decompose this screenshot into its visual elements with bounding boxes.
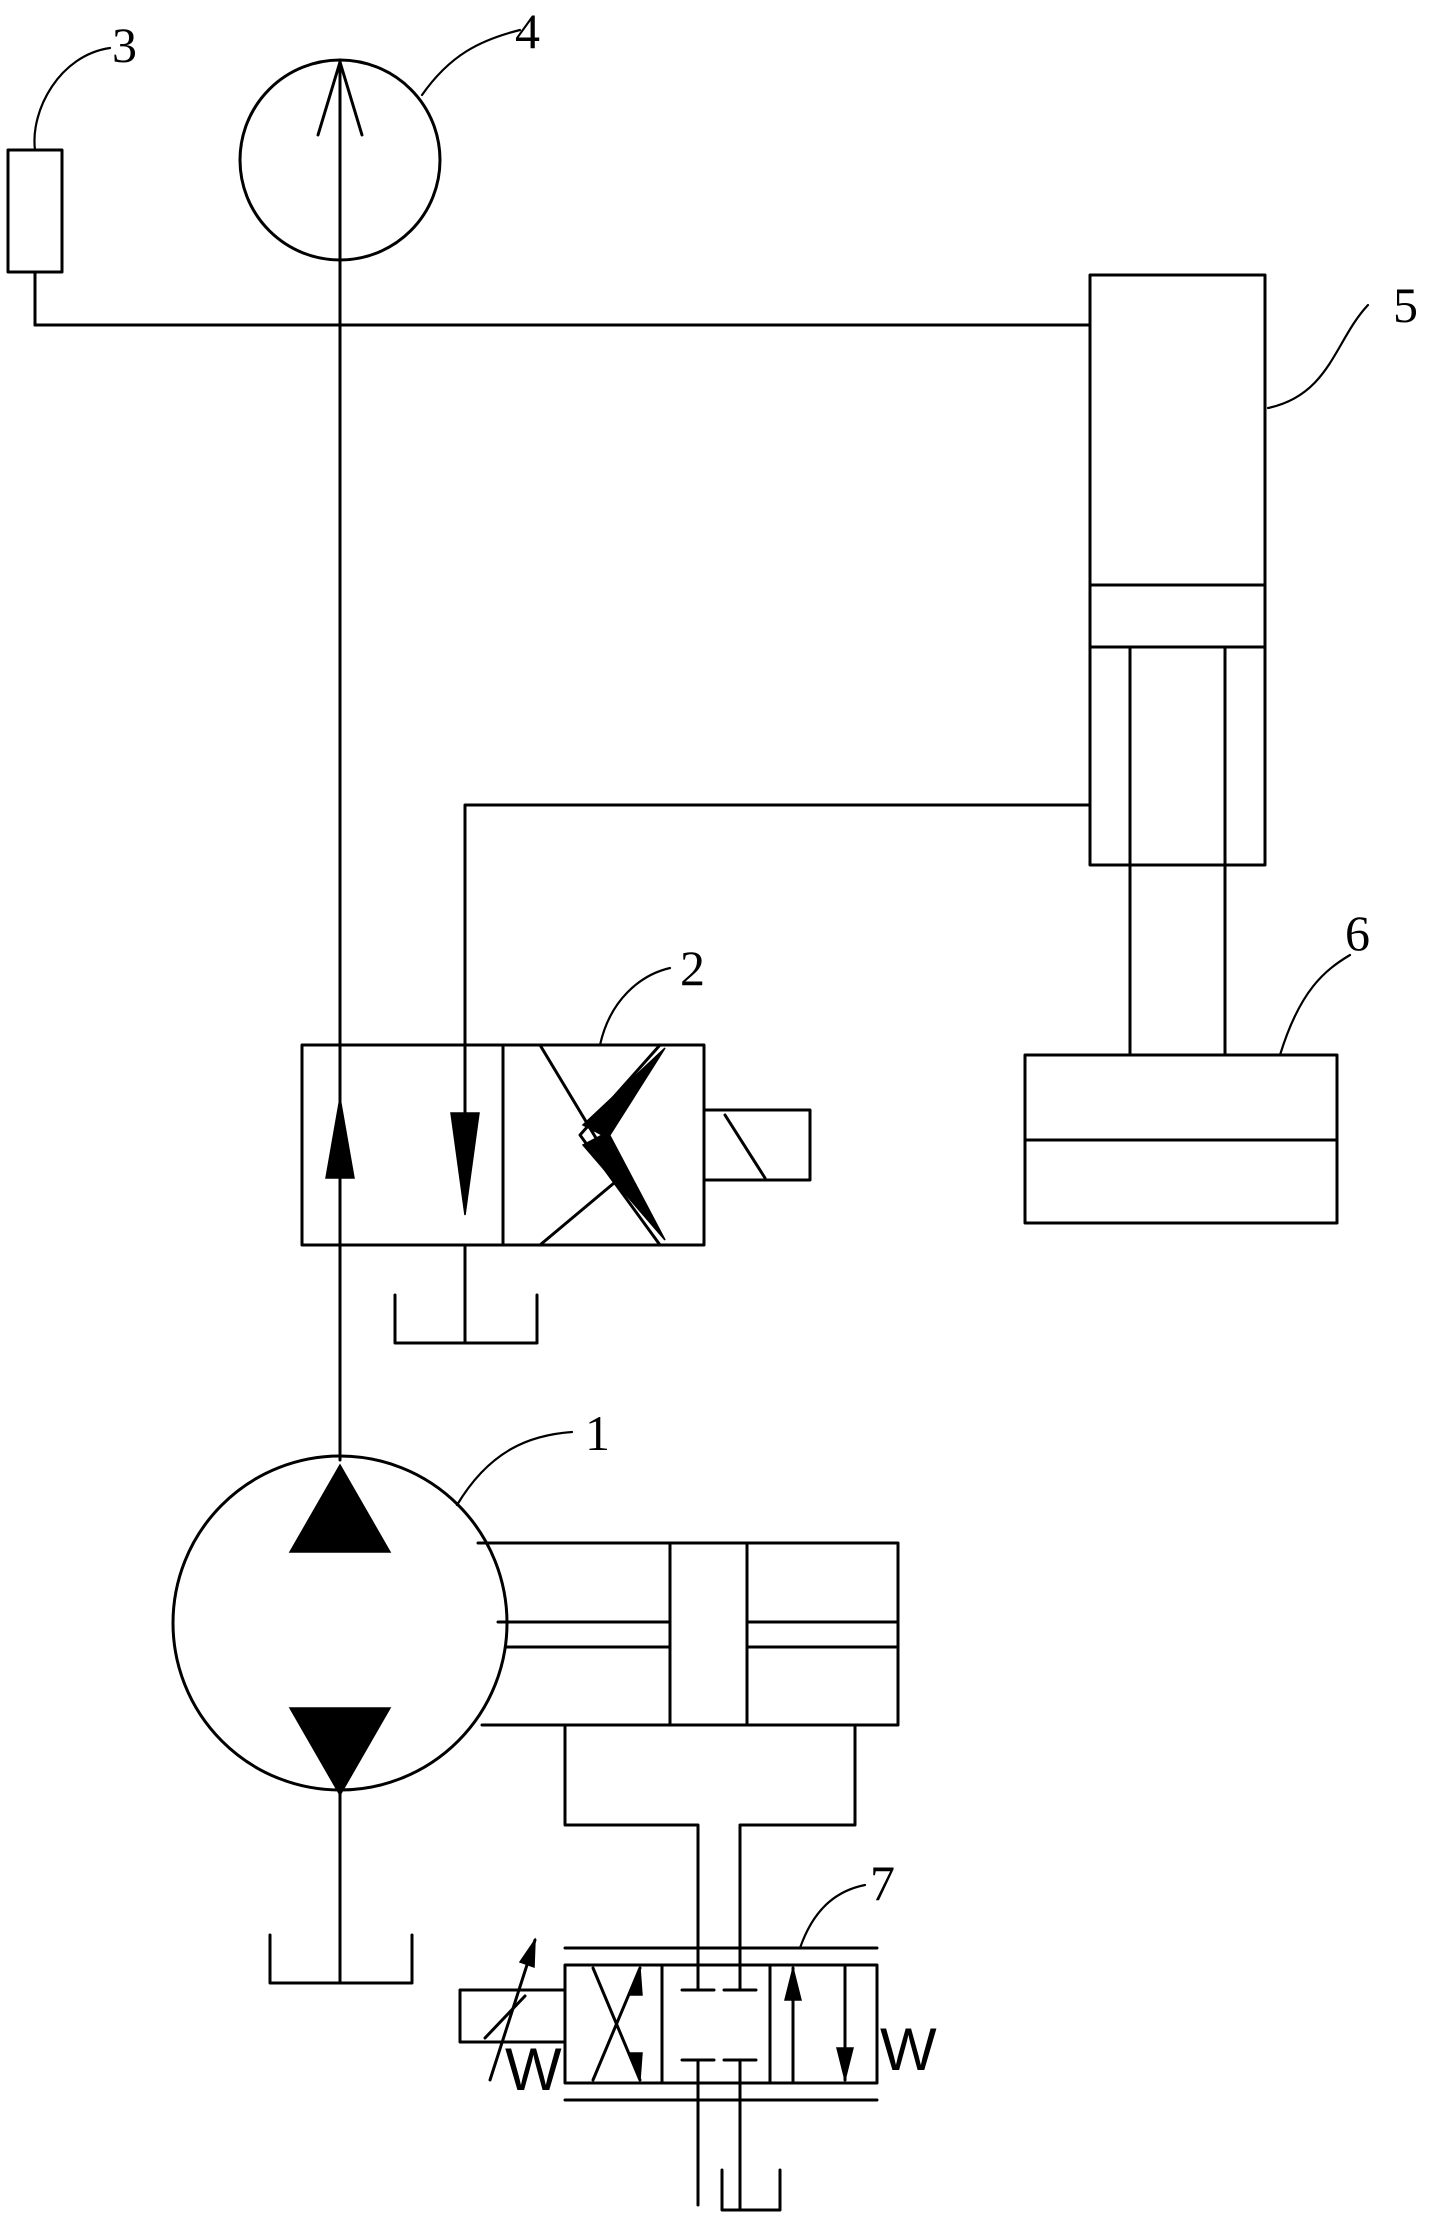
label-hydraulic-cylinder: 5	[1393, 277, 1418, 333]
cylinder-rod-line	[463, 803, 1092, 1047]
label-load: 6	[1345, 905, 1370, 961]
hydraulic-cylinder-5	[1088, 273, 1370, 1057]
right-spring-symbol: W	[880, 2016, 937, 2083]
label-pump: 1	[585, 1405, 610, 1461]
solenoid-valve-2	[300, 966, 812, 1247]
tank-symbol-valve-2	[393, 1293, 539, 1345]
accumulator-3	[6, 46, 112, 327]
label-pressure-gauge: 4	[515, 3, 540, 59]
label-accumulator: 3	[112, 17, 137, 73]
pressure-gauge-4	[238, 28, 522, 262]
label-proportional-valve: 7	[870, 1855, 895, 1911]
left-spring-symbol: W	[505, 2036, 562, 2103]
displacement-control-cylinder	[476, 1541, 900, 1967]
pump-1	[171, 1430, 574, 1985]
proportional-valve-7	[458, 1883, 879, 2212]
load-6	[1023, 953, 1352, 1225]
label-solenoid-valve: 2	[680, 940, 705, 996]
